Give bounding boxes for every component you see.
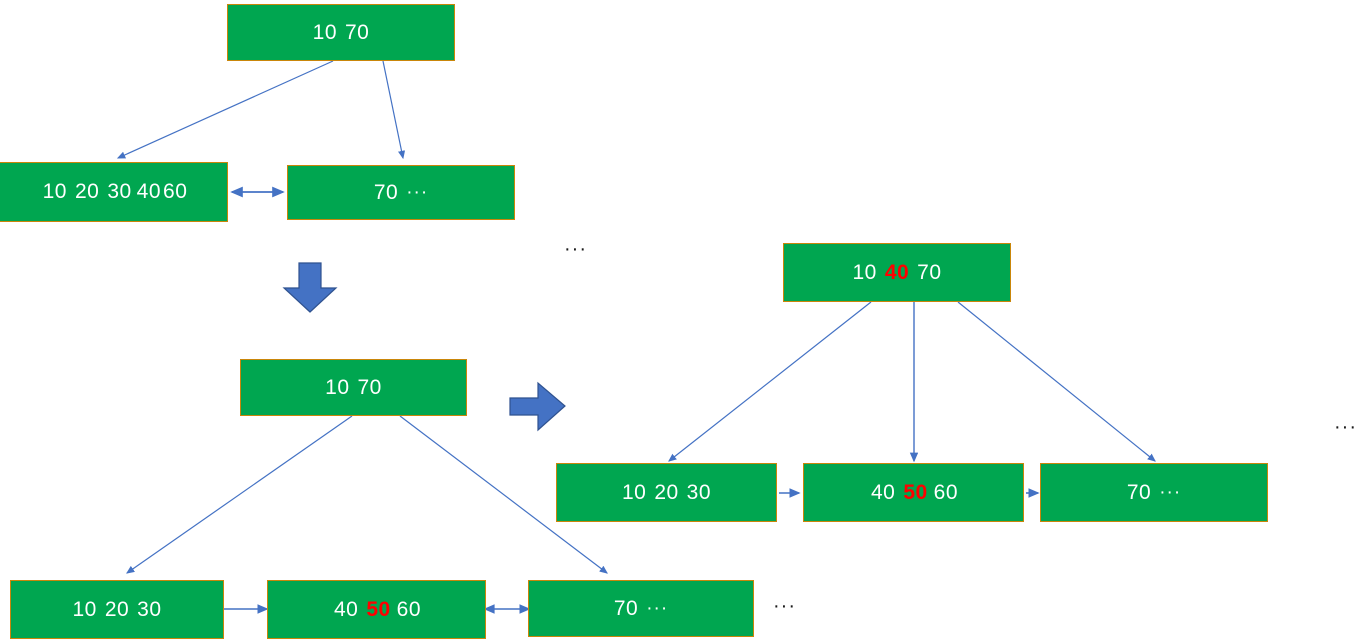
node-before-leaf-1[interactable]: 10 20 30 40 60 (0, 162, 228, 222)
key-70: 70 (917, 260, 942, 284)
key-60: 60 (933, 480, 959, 504)
key-10: 10 (72, 597, 97, 621)
node-before-leaf-2[interactable]: 70 ··· (287, 165, 515, 220)
key-50-highlight: 50 (366, 597, 391, 621)
key-40: 40 (136, 180, 162, 203)
edge-mid-root-to-leaf1 (126, 415, 353, 574)
key-40: 40 (333, 597, 359, 621)
flow-right-arrow-icon (509, 381, 566, 432)
key-20: 20 (74, 180, 100, 203)
ellipsis-bottom-left: ··· (773, 595, 796, 617)
key-70: 70 (373, 180, 399, 204)
key-20: 20 (654, 480, 679, 504)
key-60: 60 (163, 180, 188, 203)
key-10: 10 (621, 480, 647, 504)
node-mid-leaf-3[interactable]: 70 ··· (528, 580, 754, 637)
key-40-highlight: 40 (884, 260, 910, 284)
key-10: 10 (325, 375, 350, 399)
key-30: 30 (686, 480, 712, 504)
node-after-leaf-1[interactable]: 10 20 30 (556, 463, 777, 522)
key-70: 70 (345, 20, 370, 44)
key-20: 20 (104, 597, 130, 621)
node-before-root[interactable]: 10 70 (227, 4, 455, 61)
edge-after-root-to-leaf3 (957, 301, 1156, 462)
node-mid-leaf-2[interactable]: 40 50 60 (267, 580, 486, 639)
key-30: 30 (107, 180, 132, 203)
node-after-leaf-2[interactable]: 40 50 60 (803, 463, 1024, 522)
key-ellipsis: ··· (646, 597, 669, 619)
flow-down-arrow-icon (282, 262, 338, 313)
node-after-root[interactable]: 10 40 70 (783, 243, 1011, 302)
key-70: 70 (357, 375, 382, 399)
node-after-leaf-3[interactable]: 70 ··· (1040, 463, 1268, 522)
key-10: 10 (312, 20, 337, 44)
key-30: 30 (137, 597, 162, 621)
key-40: 40 (870, 480, 896, 504)
key-70: 70 (1126, 480, 1152, 504)
node-mid-root[interactable]: 10 70 (240, 359, 467, 416)
edge-before-root-to-leaf2 (382, 60, 406, 160)
key-ellipsis: ··· (1159, 481, 1182, 503)
edge-after-root-to-leaf1 (668, 301, 872, 462)
key-70: 70 (613, 596, 639, 620)
key-10: 10 (42, 180, 67, 203)
key-ellipsis: ··· (406, 181, 429, 203)
ellipsis-center-top: ··· (564, 238, 587, 260)
key-10: 10 (852, 260, 877, 284)
ellipsis-right-mid: ··· (1334, 416, 1357, 438)
key-60: 60 (396, 597, 422, 621)
node-mid-leaf-1[interactable]: 10 20 30 (10, 580, 224, 639)
edge-before-root-to-leaf1 (116, 60, 334, 159)
key-50-highlight: 50 (903, 480, 928, 504)
